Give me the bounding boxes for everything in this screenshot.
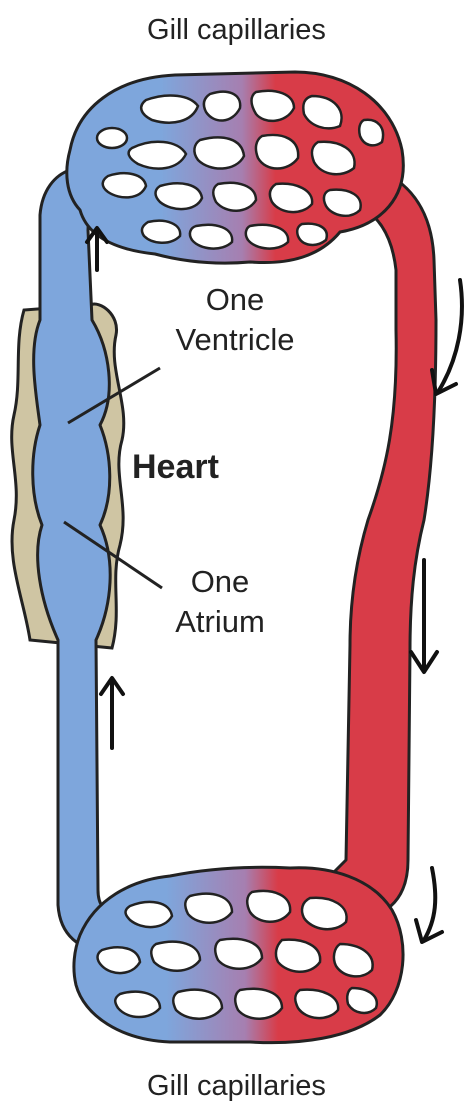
heart-label: Heart <box>132 448 219 487</box>
atrium-label-line2: Atrium <box>145 602 295 642</box>
blue-vessel <box>33 165 152 955</box>
red-vessel <box>326 160 436 920</box>
atrium-label: One Atrium <box>145 562 295 642</box>
ventricle-label: One Ventricle <box>150 280 320 360</box>
bottom-capillary-bed <box>74 867 403 1042</box>
curved-down-arrow-icon <box>416 868 442 942</box>
up-arrow-icon <box>101 678 123 748</box>
atrium-label-line1: One <box>145 562 295 602</box>
top-capillary-bed <box>67 72 403 263</box>
ventricle-label-line1: One <box>150 280 320 320</box>
ventricle-label-line2: Ventricle <box>150 320 320 360</box>
top-capillaries-label: Gill capillaries <box>0 14 473 47</box>
bottom-capillaries-label: Gill capillaries <box>0 1070 473 1103</box>
